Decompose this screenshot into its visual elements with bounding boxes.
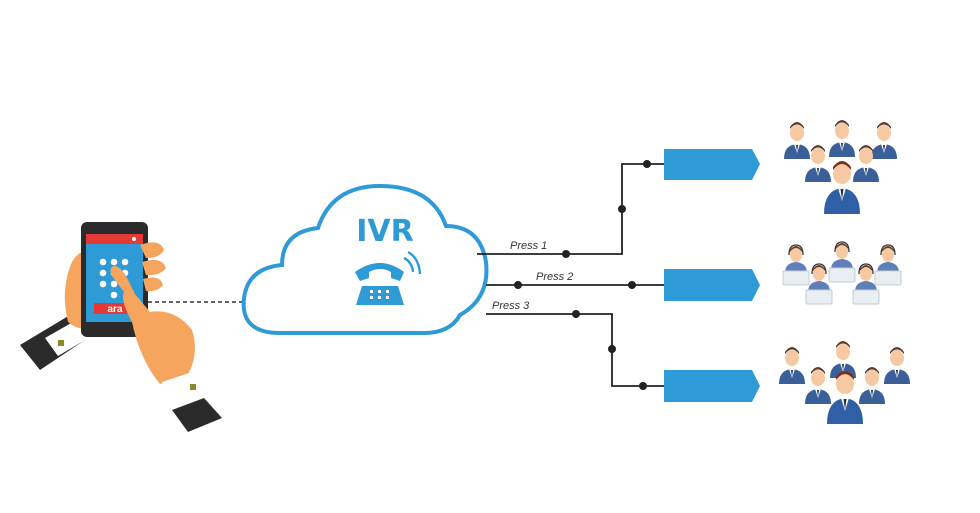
business-team-icon — [784, 120, 897, 214]
branch-3-arrow — [664, 370, 760, 402]
branch-1-arrow — [664, 149, 760, 180]
press-2-label: Press 2 — [536, 271, 573, 283]
press-1-label: Press 1 — [510, 240, 547, 252]
branch-press-3: Press 3 — [486, 300, 760, 402]
smartphone-keypad-icon: ara — [20, 222, 222, 432]
ivr-title: IVR — [356, 214, 413, 249]
call-center-agents-icon — [782, 241, 902, 305]
branch-press-1: Press 1 — [477, 149, 760, 258]
phone-screen-label: ara — [107, 304, 122, 315]
telephone-icon — [355, 250, 422, 305]
press-3-label: Press 3 — [492, 300, 530, 312]
ivr-cloud: IVR — [241, 183, 489, 335]
professionals-group-icon — [779, 341, 910, 424]
branch-press-2: Press 2 — [486, 269, 760, 301]
branch-2-arrow — [664, 269, 760, 301]
